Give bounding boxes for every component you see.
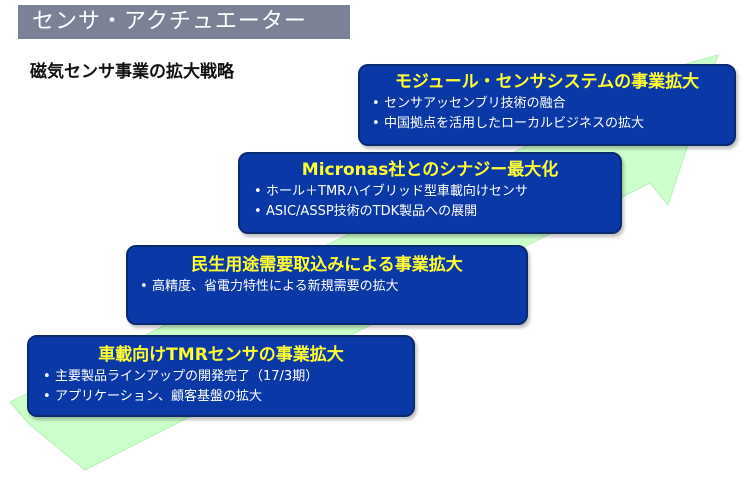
- bullet-text: 中国拠点を活用したローカルビジネスの拡大: [384, 116, 645, 131]
- bullet-icon: •: [43, 389, 51, 404]
- bullet-icon: •: [43, 369, 51, 384]
- step-3-box: Micronas社とのシナジー最大化 • ホール＋TMRハイブリッド型車載向けセン…: [238, 152, 622, 234]
- bullet-text: センサアッセンブリ技術の融合: [384, 96, 566, 111]
- list-item: • ASIC/ASSP技術のTDK製品への展開: [254, 202, 620, 222]
- list-item: • 主要製品ラインアップの開発完了（17/3期）: [43, 367, 413, 387]
- step-1-heading: 車載向けTMRセンサの事業拡大: [98, 345, 344, 365]
- step-4-heading: モジュール・センサシステムの事業拡大: [394, 72, 700, 92]
- list-item: • ホール＋TMRハイブリッド型車載向けセンサ: [254, 182, 620, 202]
- bullet-icon: •: [254, 184, 262, 199]
- bullet-text: 主要製品ラインアップの開発完了（17/3期）: [55, 369, 319, 384]
- bullet-text: ASIC/ASSP技術のTDK製品への展開: [266, 204, 478, 219]
- step-1-bullets: • 主要製品ラインアップの開発完了（17/3期） • アプリケーション、顧客基盤の拡…: [43, 367, 413, 407]
- list-item: • センサアッセンブリ技術の融合: [372, 94, 734, 114]
- step-1-box: 車載向けTMRセンサの事業拡大 • 主要製品ラインアップの開発完了（17/3期） …: [27, 335, 415, 417]
- list-item: • アプリケーション、顧客基盤の拡大: [43, 387, 413, 407]
- step-2-bullets: • 高精度、省電力特性による新規需要の拡大: [140, 277, 526, 297]
- list-item: • 高精度、省電力特性による新規需要の拡大: [140, 277, 526, 297]
- bullet-icon: •: [372, 116, 380, 131]
- bullet-icon: •: [140, 279, 148, 294]
- bullet-text: アプリケーション、顧客基盤の拡大: [55, 389, 262, 404]
- step-4-box: モジュール・センサシステムの事業拡大 • センサアッセンブリ技術の融合 • 中国拠点…: [358, 64, 736, 146]
- step-4-bullets: • センサアッセンブリ技術の融合 • 中国拠点を活用したローカルビジネスの拡大: [372, 94, 734, 134]
- step-3-heading: Micronas社とのシナジー最大化: [301, 160, 559, 180]
- slide-subtitle: 磁気センサ事業の拡大戦略: [30, 62, 234, 82]
- step-2-box: 民生用途需要取込みによる事業拡大 • 高精度、省電力特性による新規需要の拡大: [126, 245, 528, 325]
- bullet-icon: •: [254, 204, 262, 219]
- slide-title: センサ・アクチュエーター: [18, 5, 350, 39]
- bullet-icon: •: [372, 96, 380, 111]
- list-item: • 中国拠点を活用したローカルビジネスの拡大: [372, 114, 734, 134]
- step-3-bullets: • ホール＋TMRハイブリッド型車載向けセンサ • ASIC/ASSP技術のTDK製…: [254, 182, 620, 222]
- step-2-heading: 民生用途需要取込みによる事業拡大: [191, 255, 463, 275]
- bullet-text: ホール＋TMRハイブリッド型車載向けセンサ: [266, 184, 528, 199]
- bullet-text: 高精度、省電力特性による新規需要の拡大: [152, 279, 399, 294]
